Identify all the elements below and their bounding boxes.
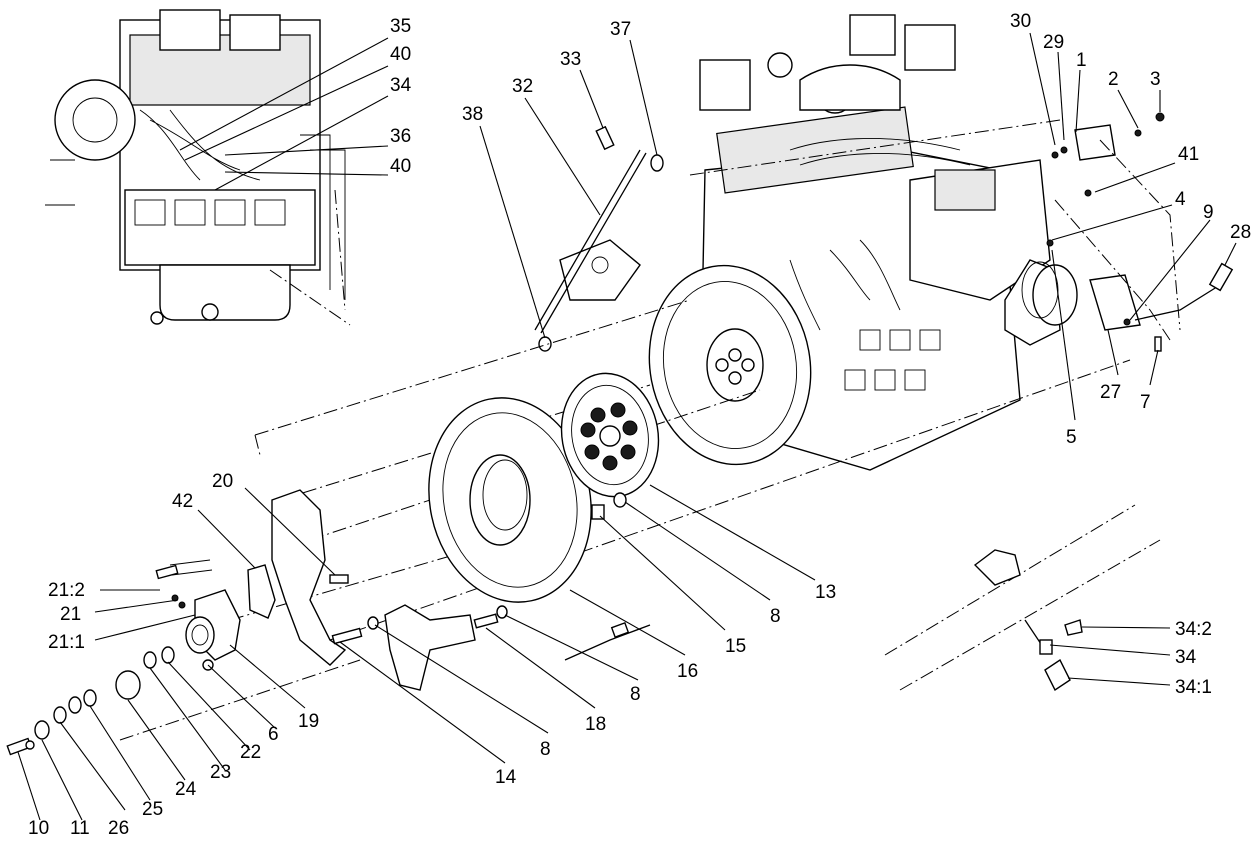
callout-13: 13 [815, 582, 836, 603]
callout-30: 30 [1010, 11, 1031, 32]
callout-16: 16 [677, 661, 698, 682]
callout-35: 35 [390, 16, 411, 37]
bolt-15 [591, 504, 605, 520]
callout-21: 21 [60, 604, 81, 625]
washer-8-c [496, 605, 508, 619]
callout-34-inset: 34 [390, 75, 412, 96]
callout-34-1: 34:1 [1175, 677, 1212, 698]
callout-10: 10 [28, 818, 49, 839]
coupling-disc [560, 372, 660, 498]
callout-29: 29 [1043, 32, 1064, 53]
mounting-plate [559, 239, 641, 301]
callout-25: 25 [142, 799, 163, 820]
callout-33: 33 [560, 49, 581, 70]
callout-36: 36 [390, 126, 411, 147]
callout-38: 38 [462, 104, 483, 125]
washer-37 [650, 154, 664, 172]
callout-41: 41 [1178, 144, 1199, 165]
callout-labels: 35 40 34 36 40 37 33 32 38 30 29 1 2 3 4… [28, 11, 1251, 839]
callout-27: 27 [1100, 382, 1121, 403]
callout-3: 3 [1150, 69, 1161, 90]
callout-8-mid: 8 [630, 684, 641, 705]
cable-end-28 [1208, 262, 1234, 292]
callout-20: 20 [212, 471, 233, 492]
callout-14: 14 [495, 767, 517, 788]
callout-40-top: 40 [390, 44, 411, 65]
callout-5: 5 [1066, 427, 1077, 448]
bell-housing-plate [428, 397, 592, 603]
callout-28: 28 [1230, 222, 1251, 243]
washer-8-a [613, 492, 627, 508]
callout-32: 32 [512, 76, 533, 97]
lower-support-bracket [331, 604, 508, 691]
callout-11: 11 [70, 818, 90, 839]
callout-34: 34 [1175, 647, 1197, 668]
callout-40-bottom: 40 [390, 156, 411, 177]
callout-8-upper: 8 [770, 606, 781, 627]
callout-1: 1 [1076, 50, 1087, 71]
bracket-27 [1089, 274, 1141, 331]
sensor-cable [564, 624, 651, 661]
small-fasteners-top-right [1046, 112, 1165, 352]
callout-19: 19 [298, 711, 319, 732]
callout-18: 18 [585, 714, 606, 735]
callout-15: 15 [725, 636, 746, 657]
washer-8-b [367, 616, 379, 630]
rod-32 [534, 149, 641, 331]
callout-8-lower: 8 [540, 739, 551, 760]
callout-37: 37 [610, 19, 631, 40]
left-engine-bracket [247, 489, 349, 666]
callout-24: 24 [175, 779, 197, 800]
sensor-34-group [973, 549, 1083, 692]
throttle-cable [1134, 284, 1221, 321]
callout-6: 6 [268, 724, 279, 745]
callout-21-2: 21:2 [48, 580, 85, 601]
oil-filter [1021, 261, 1078, 326]
bearing-assembly [6, 559, 241, 756]
callout-21-1: 21:1 [48, 632, 85, 653]
callout-23: 23 [210, 762, 231, 783]
callout-22: 22 [240, 742, 261, 763]
engine-flywheel [648, 264, 812, 466]
callout-42: 42 [172, 491, 193, 512]
engine-block [699, 14, 1061, 471]
inset-engine-rear-view [45, 9, 351, 326]
callout-2: 2 [1108, 69, 1119, 90]
leader-lines [17, 32, 1237, 821]
callout-4: 4 [1175, 189, 1186, 210]
callout-26: 26 [108, 818, 129, 839]
callout-34-2: 34:2 [1175, 619, 1212, 640]
callout-7: 7 [1140, 392, 1151, 413]
callout-9: 9 [1203, 202, 1214, 223]
bolt-33 [595, 125, 615, 151]
